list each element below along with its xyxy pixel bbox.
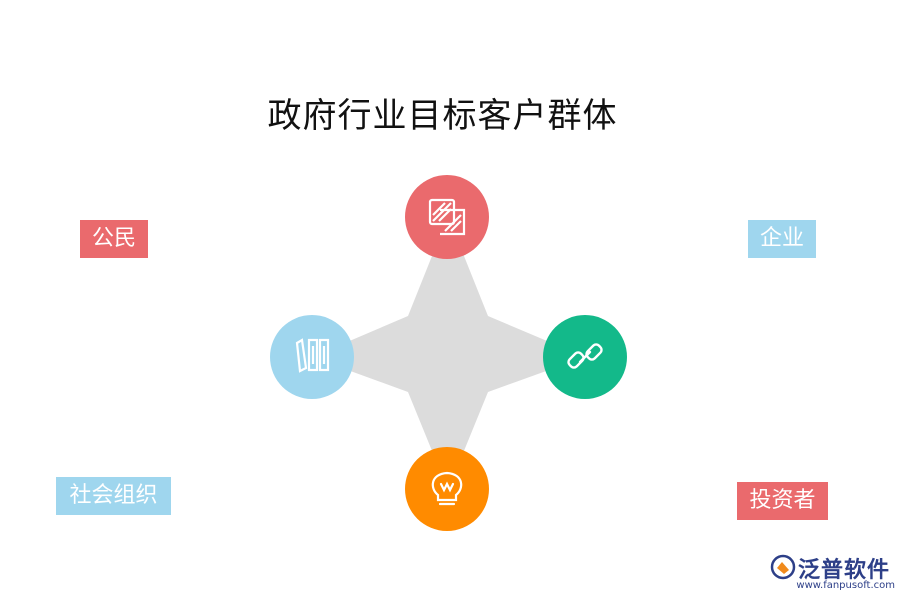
lightbulb-icon [431, 471, 463, 506]
chain-link-icon [567, 343, 603, 369]
book-binders-icon [295, 338, 330, 373]
page-title: 政府行业目标客户群体 [267, 96, 618, 136]
logo-name: 泛普软件 [798, 558, 891, 583]
label-investor: 投资者 [737, 482, 828, 520]
label-enterprise: 企业 [748, 220, 816, 258]
label-social-organization: 社会组织 [56, 477, 171, 515]
brand-logo[interactable]: 泛普软件 www.fanpusoft.com [770, 552, 895, 596]
node-top [405, 175, 489, 259]
node-right [543, 315, 627, 399]
star-shape [312, 216, 585, 490]
fanpu-logo-icon [770, 554, 796, 580]
striped-layers-icon [428, 198, 466, 236]
logo-url: www.fanpusoft.com [796, 580, 895, 591]
label-citizen: 公民 [80, 220, 148, 258]
node-bottom [405, 447, 489, 531]
node-left [270, 315, 354, 399]
